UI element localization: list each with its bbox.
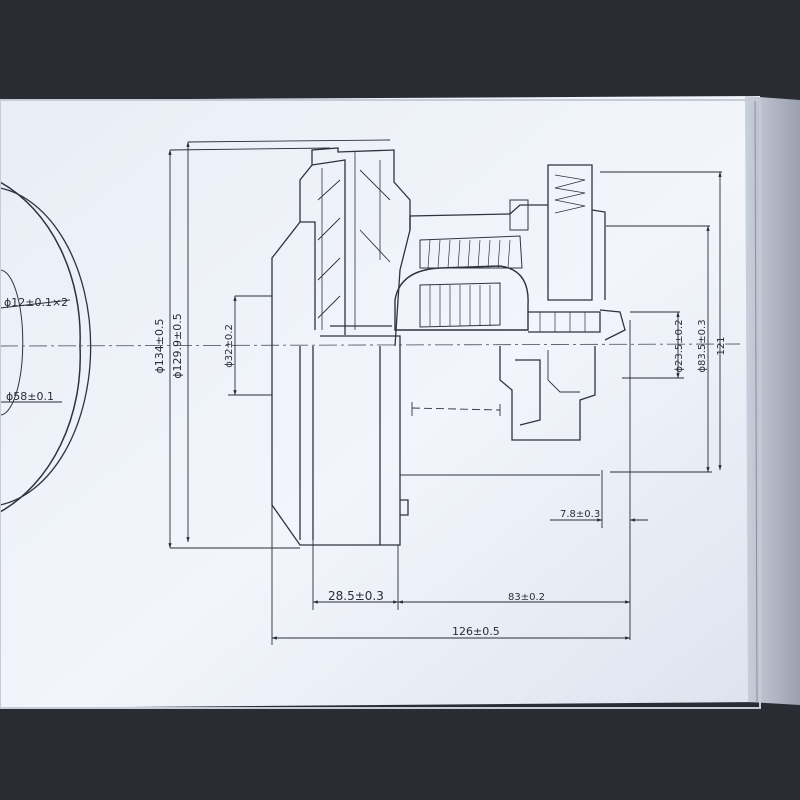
center-line: [0, 343, 741, 347]
label-inlet: ϕ32±0.2: [224, 324, 235, 368]
label-housing-inner: ϕ129.9±0.5: [171, 313, 184, 378]
label-fan-section: 28.5±0.3: [328, 589, 384, 603]
label-bearing-seat: ϕ23.5±0.2: [674, 319, 685, 372]
label-shaft-offset: 7.8±0.3: [560, 509, 600, 520]
dimension-lines: [0, 139, 722, 645]
dimension-labels: ϕ12±0.1×2 ϕ58±0.1 ϕ134±0.5 ϕ129.9±0.5 ϕ3…: [4, 296, 727, 638]
paper-border: [0, 99, 761, 709]
label-housing-outer: ϕ134±0.5: [153, 319, 166, 374]
label-motor-body: 83±0.2: [508, 592, 545, 603]
paper-sheet: [0, 96, 762, 708]
label-overall-height: 121: [716, 336, 727, 355]
motor-cross-section: [271, 147, 626, 546]
label-end-cap: ϕ83.5±0.3: [697, 319, 708, 372]
page-edge: [745, 96, 800, 705]
label-bolt-hole: ϕ12±0.1×2: [4, 296, 68, 309]
page-edge-line: [754, 99, 758, 703]
label-bore: ϕ58±0.1: [6, 390, 54, 403]
label-overall-length: 126±0.5: [452, 625, 500, 638]
